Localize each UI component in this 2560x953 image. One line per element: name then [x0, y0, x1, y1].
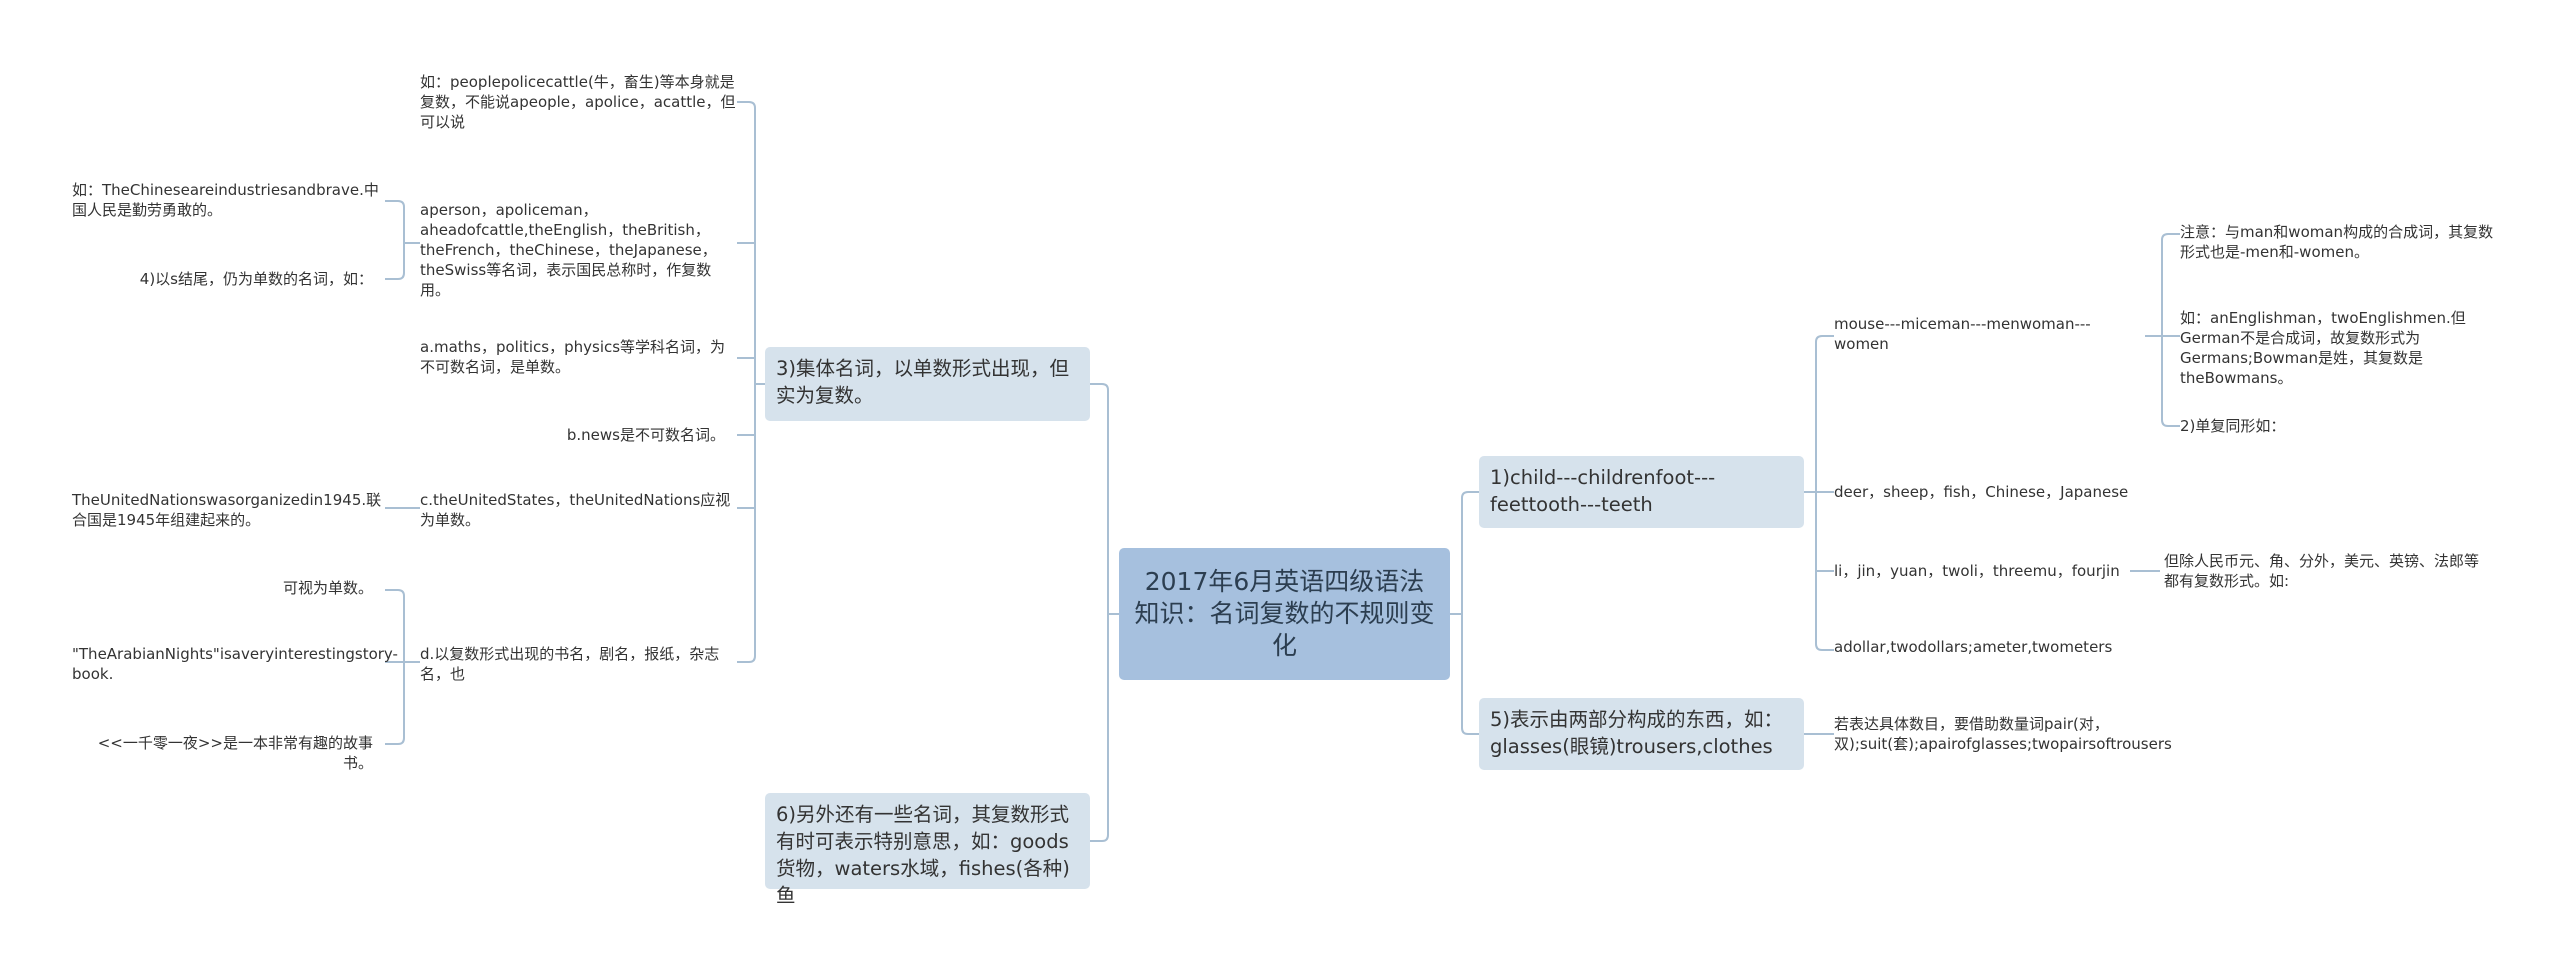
- leaf-s-ending-singular[interactable]: 4)以s结尾，仍为单数的名词，如：: [139, 270, 373, 288]
- leaf-arabian-nights-example[interactable]: "TheArabianNights"isaveryinterestingstor…: [72, 645, 398, 683]
- leaf-man-woman-compounds[interactable]: 注意：与man和woman构成的合成词，其复数形式也是-men和-women。: [2180, 223, 2494, 261]
- branch-special-meaning-plurals[interactable]: 6)另外还有一些名词，其复数形式有时可表示特别意思，如：goods货物，wate…: [765, 793, 1090, 907]
- branch-label: 6)另外还有一些名词，其复数形式有时可表示特别意思，如：goods货物，wate…: [776, 803, 1070, 907]
- branch-label: 3)集体名词，以单数形式出现，但实为复数。: [776, 357, 1070, 407]
- central-topic[interactable]: 2017年6月英语四级语法知识：名词复数的不规则变化: [1119, 548, 1450, 680]
- leaf-deer-sheep[interactable]: deer，sheep，fish，Chinese，Japanese: [1834, 483, 2129, 501]
- leaf-chinese-units[interactable]: li，jin，yuan，twoli，threemu，fourjin: [1834, 562, 2120, 580]
- branch-label: 1)child---childrenfoot---feettooth---tee…: [1490, 466, 1716, 516]
- branch-label: 5)表示由两部分构成的东西，如：glasses(眼镜)trousers,clot…: [1490, 708, 1784, 758]
- branch-collective-nouns[interactable]: 3)集体名词，以单数形式出现，但实为复数。: [765, 347, 1090, 421]
- leaf-mouse-mice[interactable]: mouse---miceman---menwoman---women: [1834, 315, 2091, 353]
- leaf-people-police-cattle[interactable]: 如：peoplepolicecattle(牛，畜生)等本身就是复数，不能说ape…: [420, 73, 736, 131]
- leaf-currency-exception[interactable]: 但除人民币元、角、分外，美元、英镑、法郎等都有复数形式。如:: [2164, 552, 2480, 590]
- leaf-englishman-example[interactable]: 如：anEnglishman，twoEnglishmen.但German不是合成…: [2180, 309, 2466, 387]
- leaf-pair-suit-quantifiers[interactable]: 若表达具体数目，要借助数量词pair(对，双);suit(套);apairofg…: [1834, 715, 2172, 753]
- leaf-united-states[interactable]: c.theUnitedStates，theUnitedNations应视为单数。: [420, 491, 731, 529]
- leaf-nationality-nouns[interactable]: aperson，apoliceman，aheadofcattle,theEngl…: [420, 201, 717, 299]
- leaf-same-form-plural[interactable]: 2)单复同形如：: [2180, 417, 2286, 435]
- leaf-arabian-nights-translation[interactable]: <<一千零一夜>>是一本非常有趣的故事书。: [97, 734, 373, 772]
- leaf-treated-singular[interactable]: 可视为单数。: [282, 579, 373, 597]
- central-topic-label: 2017年6月英语四级语法知识：名词复数的不规则变化: [1134, 567, 1435, 660]
- leaf-chinese-example[interactable]: 如：TheChineseareindustriesandbrave.中国人民是勤…: [72, 181, 379, 219]
- branch-two-part-things[interactable]: 5)表示由两部分构成的东西，如：glasses(眼镜)trousers,clot…: [1479, 698, 1804, 770]
- leaf-plural-titles[interactable]: d.以复数形式出现的书名，剧名，报纸，杂志名，也: [420, 645, 720, 683]
- leaf-subject-nouns[interactable]: a.maths，politics，physics等学科名词，为不可数名词，是单数…: [420, 338, 726, 376]
- leaf-united-nations-example[interactable]: TheUnitedNationswasorganizedin1945.联合国是1…: [72, 491, 382, 529]
- leaf-dollar-meter[interactable]: adollar,twodollars;ameter,twometers: [1834, 638, 2113, 656]
- branch-irregular-vowel-change[interactable]: 1)child---childrenfoot---feettooth---tee…: [1479, 456, 1804, 528]
- leaf-news-uncountable[interactable]: b.news是不可数名词。: [566, 426, 725, 444]
